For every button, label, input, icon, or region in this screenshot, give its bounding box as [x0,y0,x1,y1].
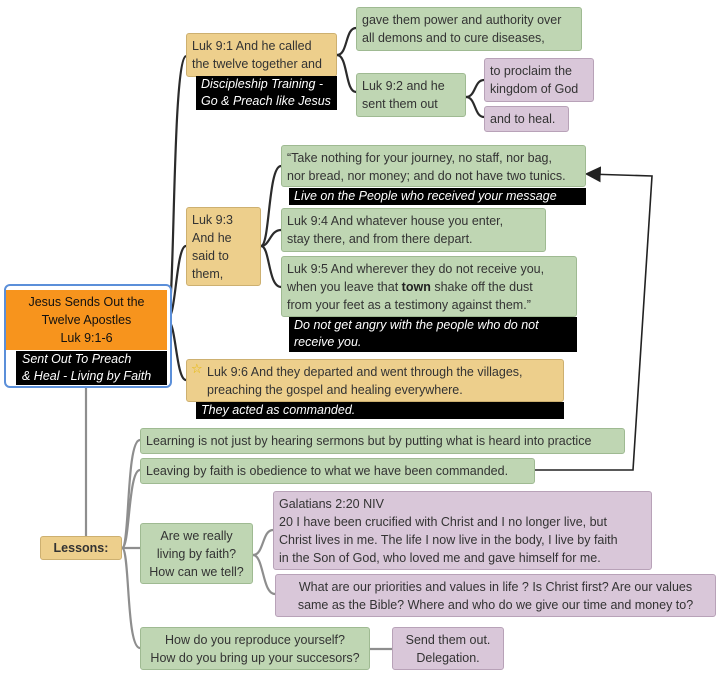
note-live-on-people: Live on the People who received your mes… [289,188,586,205]
topic-galatians-2-20[interactable]: Galatians 2:20 NIV 20 I have been crucif… [273,491,652,570]
lesson-leaving-by-faith[interactable]: Leaving by faith is obedience to what we… [140,458,535,484]
lesson-reproduce-yourself[interactable]: How do you reproduce yourself? How do yo… [140,627,370,670]
link-branch2-receive [260,244,282,289]
link-root-lessons [40,388,88,550]
link-sent-heal [465,95,485,119]
topic-proclaim-kingdom[interactable]: to proclaim the kingdom of God [484,58,594,102]
link-branch1-sent [336,53,357,94]
note-acted-as-commanded: They acted as commanded. [196,402,564,419]
topic-luk-9-4[interactable]: Luk 9:4 And whatever house you enter, st… [281,208,546,252]
luk-9-5-text-b: shake off the dust from your feet as a t… [287,280,533,312]
topic-and-to-heal[interactable]: and to heal. [484,106,569,132]
root-note: Sent Out To Preach & Heal - Living by Fa… [16,351,167,385]
link-l3-gal [252,528,274,557]
topic-power-authority[interactable]: gave them power and authority over all d… [356,7,582,51]
lesson-learning-practice[interactable]: Learning is not just by hearing sermons … [140,428,625,454]
topic-luk-9-1[interactable]: Luk 9:1 And he called the twelve togethe… [186,33,337,77]
topic-luk-9-6[interactable]: Luk 9:6 And they departed and went throu… [186,359,564,402]
topic-luk-9-2[interactable]: Luk 9:2 and he sent them out [356,73,466,117]
topic-luk-9-3[interactable]: Luk 9:3 And he said to them, [186,207,261,286]
topic-lessons[interactable]: Lessons: [40,536,122,560]
topic-luk-9-5[interactable]: Luk 9:5 And wherever they do not receive… [281,256,577,317]
note-discipleship-training: Discipleship Training - Go & Preach like… [196,76,337,110]
link-l3-priorities [252,553,276,596]
topic-send-them-out[interactable]: Send them out. Delegation. [392,627,504,670]
topic-take-nothing[interactable]: “Take nothing for your journey, no staff… [281,145,586,187]
relationship-arrow [535,166,653,471]
lesson-living-by-faith[interactable]: Are we really living by faith? How can w… [140,523,253,584]
note-do-not-get-angry: Do not get angry with the people who do … [289,317,577,352]
topic-priorities-values[interactable]: What are our priorities and values in li… [275,574,716,617]
root-topic[interactable]: Jesus Sends Out the Twelve Apostles Luk … [6,290,167,350]
link-lessons-l2 [120,468,141,550]
star-icon: ☆ [191,361,203,376]
link-sent-proclaim [465,78,485,99]
link-lessons-l4 [120,546,141,650]
luk-9-5-text-a: Luk 9:5 And wherever they do not receive… [287,262,545,294]
luk-9-5-town: town [401,280,431,294]
link-branch1-power [336,26,357,57]
link-branch2-take [259,164,282,248]
